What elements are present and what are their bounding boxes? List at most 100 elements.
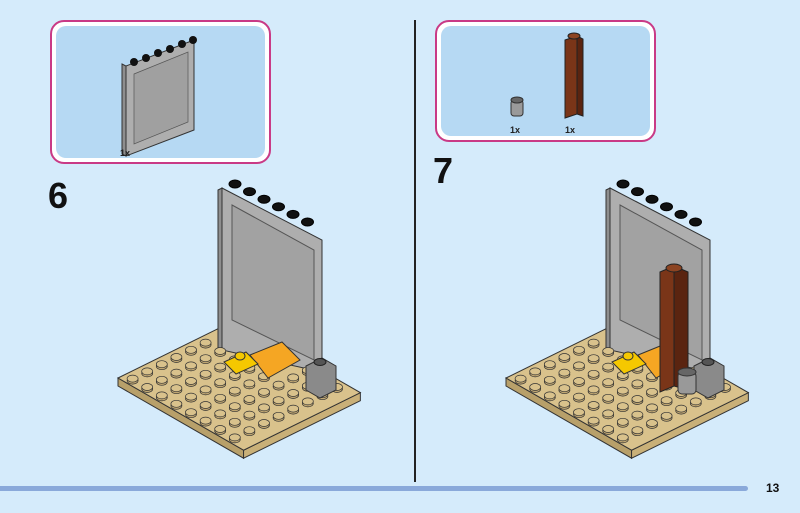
tan-stud <box>602 362 615 371</box>
tan-stud <box>228 417 241 426</box>
step-divider <box>414 20 416 482</box>
tan-stud <box>214 378 227 387</box>
tan-stud <box>616 402 629 411</box>
tan-stud <box>543 375 556 384</box>
tan-stud <box>155 391 168 400</box>
tan-stud <box>529 367 542 376</box>
baseplate-top <box>504 319 750 451</box>
black-stud <box>257 194 271 204</box>
tan-stud <box>214 425 227 433</box>
tan-stud <box>287 389 300 397</box>
tan-stud <box>272 396 285 405</box>
tan-stud <box>602 425 615 433</box>
tan-stud <box>573 392 585 401</box>
part-quantity: 1x <box>120 148 131 158</box>
tan-stud <box>228 433 241 442</box>
step-number-7: 7 <box>433 150 454 191</box>
parts-callout-step-7: 1x 1x <box>435 20 656 142</box>
black-stud <box>286 209 300 219</box>
black-stud <box>689 217 702 227</box>
tan-stud <box>214 393 227 402</box>
tan-stud <box>185 377 197 385</box>
brown-brick-front <box>659 265 675 393</box>
tan-stud <box>287 373 300 382</box>
black-stud <box>631 187 644 197</box>
page-number: 13 <box>766 481 780 495</box>
yellow-clip <box>622 351 634 361</box>
black-stud <box>674 209 688 219</box>
black-stud <box>301 217 314 227</box>
grey-brick <box>305 357 337 399</box>
parts-illustration <box>510 32 584 119</box>
tan-stud <box>543 360 556 369</box>
tan-stud <box>170 399 183 408</box>
round-brick-part <box>510 96 524 117</box>
tan-stud <box>646 387 658 396</box>
tan-stud <box>185 392 197 401</box>
dark-stud <box>701 358 715 366</box>
tan-stud <box>243 410 256 419</box>
dark-stud <box>313 358 327 366</box>
tan-stud <box>214 347 227 355</box>
tan-stud <box>199 338 212 347</box>
baseplate-top <box>116 319 362 451</box>
tan-stud <box>587 338 600 347</box>
tan-stud <box>170 353 183 361</box>
part-quantity: 1x <box>565 125 576 135</box>
tan-stud <box>573 408 585 417</box>
tan-stud <box>631 379 644 388</box>
tan-stud <box>602 393 615 402</box>
tan-stud <box>228 402 241 411</box>
tan-stud <box>272 380 285 389</box>
black-stud <box>243 187 256 197</box>
tan-stud <box>155 375 168 384</box>
tan-stud <box>616 417 629 426</box>
tan-stud <box>631 426 644 435</box>
brown-brick-part <box>564 32 584 119</box>
tan-stud <box>602 347 615 355</box>
tan-stud <box>616 386 629 395</box>
tan-stud <box>301 397 314 406</box>
tan-stud <box>185 361 197 370</box>
black-stud <box>645 194 659 204</box>
tan-stud <box>660 396 673 405</box>
tan-stud <box>558 384 571 393</box>
tan-stud <box>646 403 658 412</box>
tan-stud <box>141 383 154 391</box>
tan-stud <box>185 345 197 354</box>
tan-stud <box>558 353 571 361</box>
tan-stud <box>258 419 270 427</box>
tan-stud <box>587 416 600 425</box>
tan-stud <box>616 433 629 442</box>
page-footer-bar <box>0 486 748 491</box>
step-6-build-illustration <box>116 179 362 460</box>
black-stud <box>616 179 630 189</box>
wall-side <box>605 187 611 351</box>
tan-stud <box>258 403 270 412</box>
step-7-build-illustration <box>504 179 750 460</box>
tan-stud <box>631 410 644 419</box>
tan-stud <box>228 386 241 395</box>
parts-callout-step-6: 1x <box>50 20 271 164</box>
tan-stud <box>141 367 154 376</box>
parts-callout-inner: 1x 1x <box>441 26 650 136</box>
tan-stud <box>602 409 615 418</box>
tan-stud <box>155 360 168 369</box>
tan-stud <box>243 395 256 403</box>
tan-stud <box>558 368 571 377</box>
tan-stud <box>602 378 615 387</box>
tan-stud <box>529 383 542 391</box>
tan-stud <box>558 399 571 408</box>
wall-recess <box>231 204 315 361</box>
tan-stud <box>199 416 212 425</box>
tan-stud <box>243 426 256 435</box>
part-quantity: 1x <box>510 125 521 135</box>
tan-stud <box>514 374 527 383</box>
tan-stud <box>170 368 183 377</box>
tan-stud <box>258 387 270 396</box>
tan-stud <box>199 354 212 363</box>
tan-stud <box>587 369 600 378</box>
step-number-6: 6 <box>48 175 69 216</box>
tan-stud <box>660 411 673 420</box>
